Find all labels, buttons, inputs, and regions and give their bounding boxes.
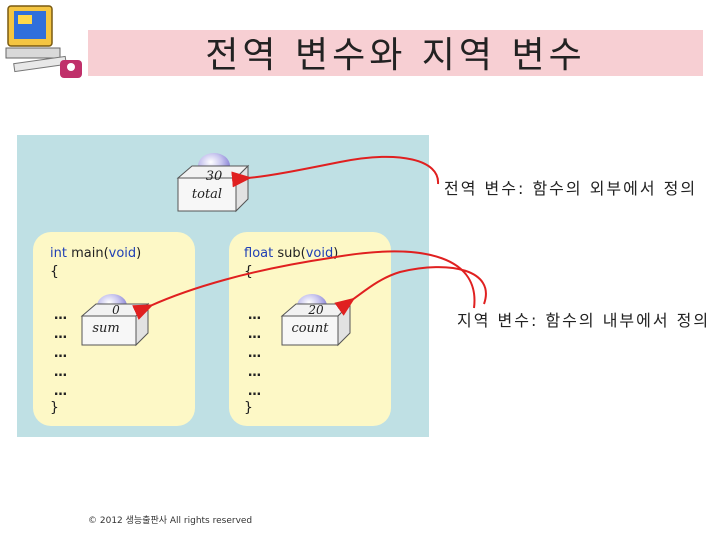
sub-close-brace: } xyxy=(244,400,253,416)
sub-dot-line: … xyxy=(248,308,262,323)
global-variable-box: 30 total xyxy=(176,153,250,213)
main-param: void xyxy=(108,246,137,261)
main-dot-line: … xyxy=(54,365,68,380)
main-open-brace: { xyxy=(50,264,59,280)
global-variable-description: 전역 변수: 함수의 외부에서 정의 xyxy=(444,179,698,198)
sub-close-paren: ) xyxy=(333,246,339,261)
main-local-variable-box: 0 sum xyxy=(80,294,150,347)
global-name: total xyxy=(192,187,222,202)
arrow-to-global xyxy=(231,156,440,188)
sub-func-name: sub( xyxy=(273,246,306,261)
computer-logo-icon xyxy=(5,5,82,78)
sub-local-value: 20 xyxy=(307,303,324,317)
arrow-to-main-local xyxy=(132,250,476,320)
main-func-name: main( xyxy=(66,246,109,261)
sub-return-type: float xyxy=(244,246,274,261)
main-return-type: int xyxy=(50,246,67,261)
main-dot-line: … xyxy=(54,308,68,323)
sub-body-dots: … … … … … xyxy=(248,306,262,401)
main-dot-line: … xyxy=(54,327,68,342)
title-bar xyxy=(88,30,703,76)
main-local-value: 0 xyxy=(112,303,120,317)
arrow-to-sub-local xyxy=(334,266,487,316)
copyright-footer: © 2012 생능출판사 All rights reserved xyxy=(88,516,253,526)
main-close-brace: } xyxy=(50,400,59,416)
sub-dot-line: … xyxy=(248,384,262,399)
local-variable-description: 지역 변수: 함수의 내부에서 정의 xyxy=(457,311,711,330)
page-title: 전역 변수와 지역 변수 xyxy=(205,35,586,76)
global-value: 30 xyxy=(206,169,223,184)
sub-dot-line: … xyxy=(248,365,262,380)
sub-param: void xyxy=(305,246,334,261)
main-signature: int main(void) xyxy=(50,246,141,261)
main-dot-line: … xyxy=(54,346,68,361)
main-local-name: sum xyxy=(92,321,119,336)
sub-local-variable-box: 20 count xyxy=(280,294,352,347)
sub-open-brace: { xyxy=(244,264,253,280)
main-body-dots: … … … … … xyxy=(54,306,68,401)
sub-dot-line: … xyxy=(248,346,262,361)
sub-signature: float sub(void) xyxy=(244,246,338,261)
sub-dot-line: … xyxy=(248,327,262,342)
main-close-paren: ) xyxy=(136,246,142,261)
main-dot-line: … xyxy=(54,384,68,399)
sub-local-name: count xyxy=(291,321,329,336)
